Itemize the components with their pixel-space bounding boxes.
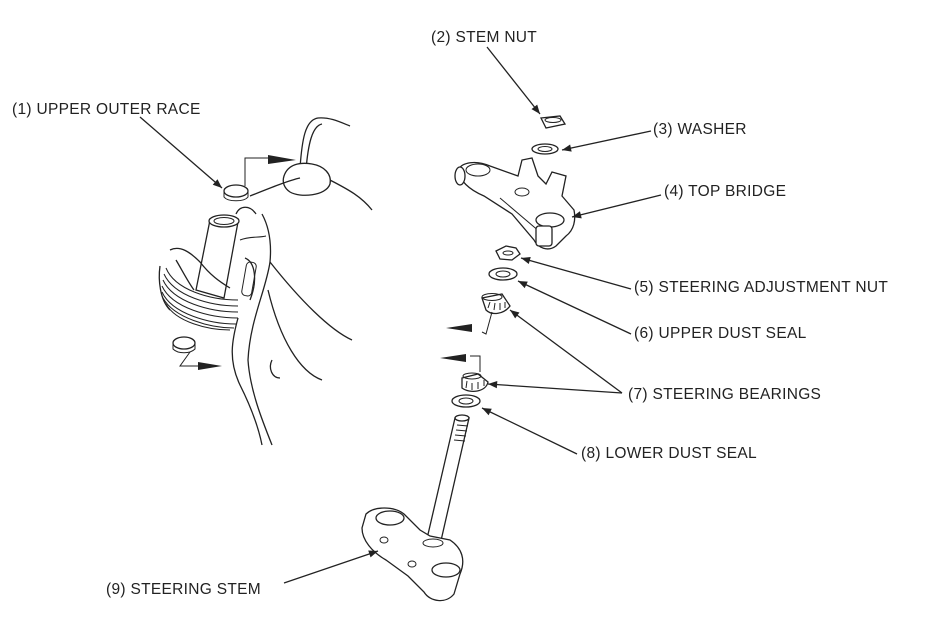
label-top-bridge: (4) TOP BRIDGE: [664, 183, 787, 200]
upper-dust-seal-part: [488, 267, 518, 281]
frame-head-pipe: [158, 117, 373, 446]
label-upper-outer-race: (1) UPPER OUTER RACE: [12, 101, 201, 118]
lower-steering-bearing-part: [440, 354, 489, 393]
label-stem-nut: (2) STEM NUT: [431, 29, 538, 46]
lower-dust-seal-part: [451, 394, 481, 408]
steering-stem-part: [361, 414, 470, 602]
label-upper-dust-seal: (6) UPPER DUST SEAL: [634, 325, 807, 342]
upper-steering-bearing-part: [446, 293, 511, 335]
washer-part: [531, 143, 559, 155]
label-steering-adjustment-nut: (5) STEERING ADJUSTMENT NUT: [634, 279, 889, 296]
stem-nut-part: [539, 115, 567, 129]
label-washer: (3) WASHER: [653, 121, 747, 138]
top-bridge-part: [454, 157, 576, 250]
label-lower-dust-seal: (8) LOWER DUST SEAL: [581, 445, 757, 462]
leader-lines: [139, 46, 662, 584]
label-steering-bearings: (7) STEERING BEARINGS: [628, 386, 822, 403]
label-steering-stem: (9) STEERING STEM: [106, 581, 261, 598]
steering-adjustment-nut-part: [495, 245, 521, 261]
